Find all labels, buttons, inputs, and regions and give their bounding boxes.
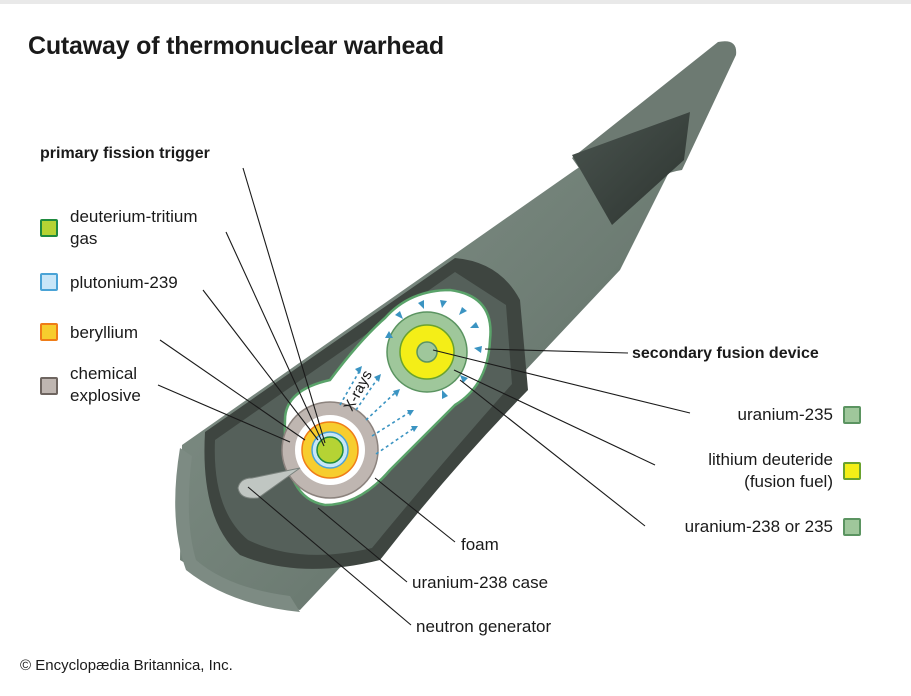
u235-label: uranium-235 <box>737 405 833 424</box>
page-title: Cutaway of thermonuclear warhead <box>28 32 444 60</box>
uranium-238-case-label: uranium-238 case <box>412 573 549 592</box>
lithium-deuteride-swatch <box>843 462 861 480</box>
nose-band <box>572 112 690 225</box>
chemical-explosive-swatch <box>40 377 58 395</box>
secondary-heading: secondary fusion device <box>632 345 819 362</box>
beryllium-label: beryllium <box>70 323 139 342</box>
plutonium-label: plutonium-239 <box>70 273 178 292</box>
neutron-generator-label: neutron generator <box>416 617 552 636</box>
copyright-credit: © Encyclopædia Britannica, Inc. <box>20 657 233 674</box>
xray-arrowheads <box>355 366 418 432</box>
u238-or-235-label: uranium-238 or 235 <box>684 517 833 536</box>
secondary-u235-core <box>416 341 438 363</box>
base-rim <box>175 448 300 612</box>
top-band <box>0 0 911 4</box>
xray-arrows <box>339 369 415 455</box>
plutonium-swatch <box>40 273 58 291</box>
leader-lines <box>157 167 691 626</box>
primary-heading: primary fission trigger <box>40 145 210 162</box>
beryllium-swatch <box>40 323 58 341</box>
foam-label: foam <box>461 535 499 554</box>
perimeter-arrows <box>385 300 482 399</box>
u238-or-235-swatch <box>843 518 861 536</box>
dt-gas-swatch <box>40 219 58 237</box>
u235-swatch <box>843 406 861 424</box>
neutron-generator <box>237 467 301 499</box>
lithium-deuteride-label: lithium deuteride(fusion fuel) <box>708 450 833 491</box>
primary-dt-gas <box>316 436 344 464</box>
